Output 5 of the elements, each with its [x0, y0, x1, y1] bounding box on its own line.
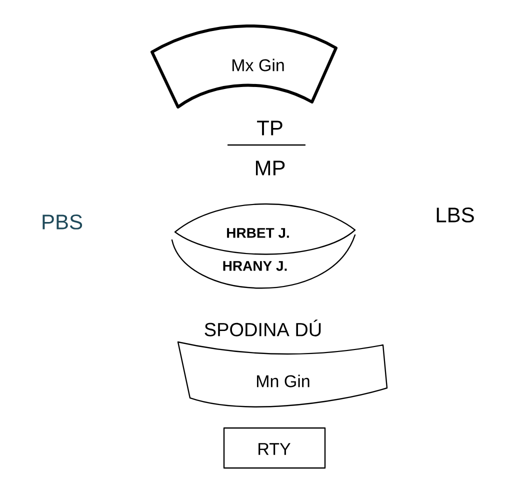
side-label: LBS	[436, 208, 474, 222]
fraction-denominator: MP	[256, 160, 285, 176]
box: RTY	[223, 427, 326, 469]
node-label: SPODINA DÚ	[204, 320, 321, 336]
side-label: PBS	[42, 214, 82, 230]
